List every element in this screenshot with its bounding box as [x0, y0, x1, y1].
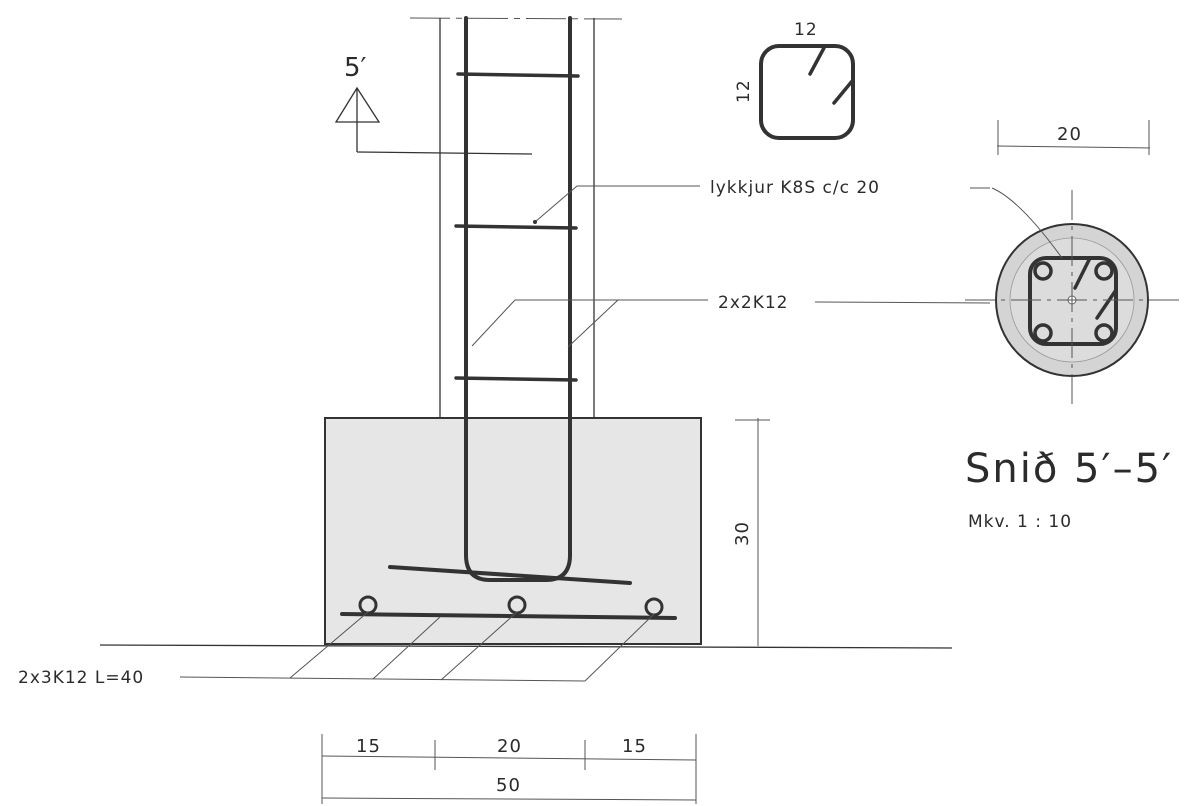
bottom-bar-label: 2x3K12 L=40: [18, 668, 144, 688]
bottom-bar-leader-d4: [584, 613, 655, 682]
ground-line: [99, 644, 953, 649]
stirrup-shape-detail: 12 12: [734, 20, 855, 140]
vertical-bar-label-tail: [814, 301, 991, 304]
section-view: 20 Snið 5′–5′ Mkv. 1 : 10: [965, 120, 1185, 532]
dim-row2-line: [321, 797, 697, 801]
footing-bottom-bar: [340, 612, 677, 620]
bottom-bar-leader-d2: [372, 616, 441, 680]
stirrup-dim-top-label: 12: [794, 20, 818, 40]
section-title: Snið 5′–5′: [965, 446, 1173, 492]
bottom-bar-leader-d1: [289, 611, 369, 679]
section-hook-2: [1095, 288, 1118, 320]
bottom-bar-circle-middle: [507, 595, 527, 615]
section-stirrup-leader: [991, 187, 1063, 259]
section-bar-tl: [1033, 261, 1053, 281]
footing-upper-bar: [388, 565, 632, 585]
bottom-bar-circle-right: [644, 597, 664, 617]
section-hook-1: [1073, 256, 1092, 290]
section-bar-bl: [1033, 323, 1053, 343]
stirrup-hook-2: [832, 78, 855, 105]
stirrup-leader-dot: [533, 220, 537, 224]
stirrup-2: [454, 224, 578, 230]
vertical-bar-leader-2: [567, 299, 619, 348]
vertical-bar-label: 2x2K12: [718, 293, 788, 313]
bottom-bar-leader: [179, 676, 586, 682]
vertical-bar-leader-1: [471, 299, 708, 347]
dim-total-label: 50: [496, 775, 521, 796]
bottom-bar-leader-d3: [440, 611, 518, 681]
section-mark-label: 5′: [344, 53, 367, 83]
section-mark-cut-line: [356, 151, 533, 155]
dim-right-label: 15: [622, 736, 647, 757]
height-dim-label: 30: [732, 521, 753, 546]
stirrup-hook-1: [808, 44, 827, 76]
section-bar-tr: [1094, 261, 1114, 281]
section-dim-line: [996, 145, 1151, 149]
section-bar-br: [1094, 323, 1114, 343]
stirrup-dim-side-label: 12: [734, 79, 754, 103]
section-scale: Mkv. 1 : 10: [968, 512, 1072, 532]
dim-middle-label: 20: [497, 736, 522, 757]
elevation-view: 5′ lykkjur K8S c/c 20 2x2K12 2x3K12 L=40…: [18, 16, 991, 804]
stirrup-leader: [534, 185, 700, 223]
column-top-line: [409, 17, 623, 20]
section-dim-label: 20: [1057, 124, 1082, 145]
section-stirrup: [1028, 256, 1118, 346]
vertical-u-bar: [464, 16, 572, 582]
stirrup-shape: [759, 44, 855, 140]
stirrup-1: [456, 72, 580, 78]
dim-left-label: 15: [356, 736, 381, 757]
stirrup-label: lykkjur K8S c/c 20: [710, 178, 880, 198]
dim-row1-line: [321, 755, 697, 761]
stirrup-3: [454, 376, 578, 382]
bottom-bar-circle-left: [358, 595, 378, 615]
